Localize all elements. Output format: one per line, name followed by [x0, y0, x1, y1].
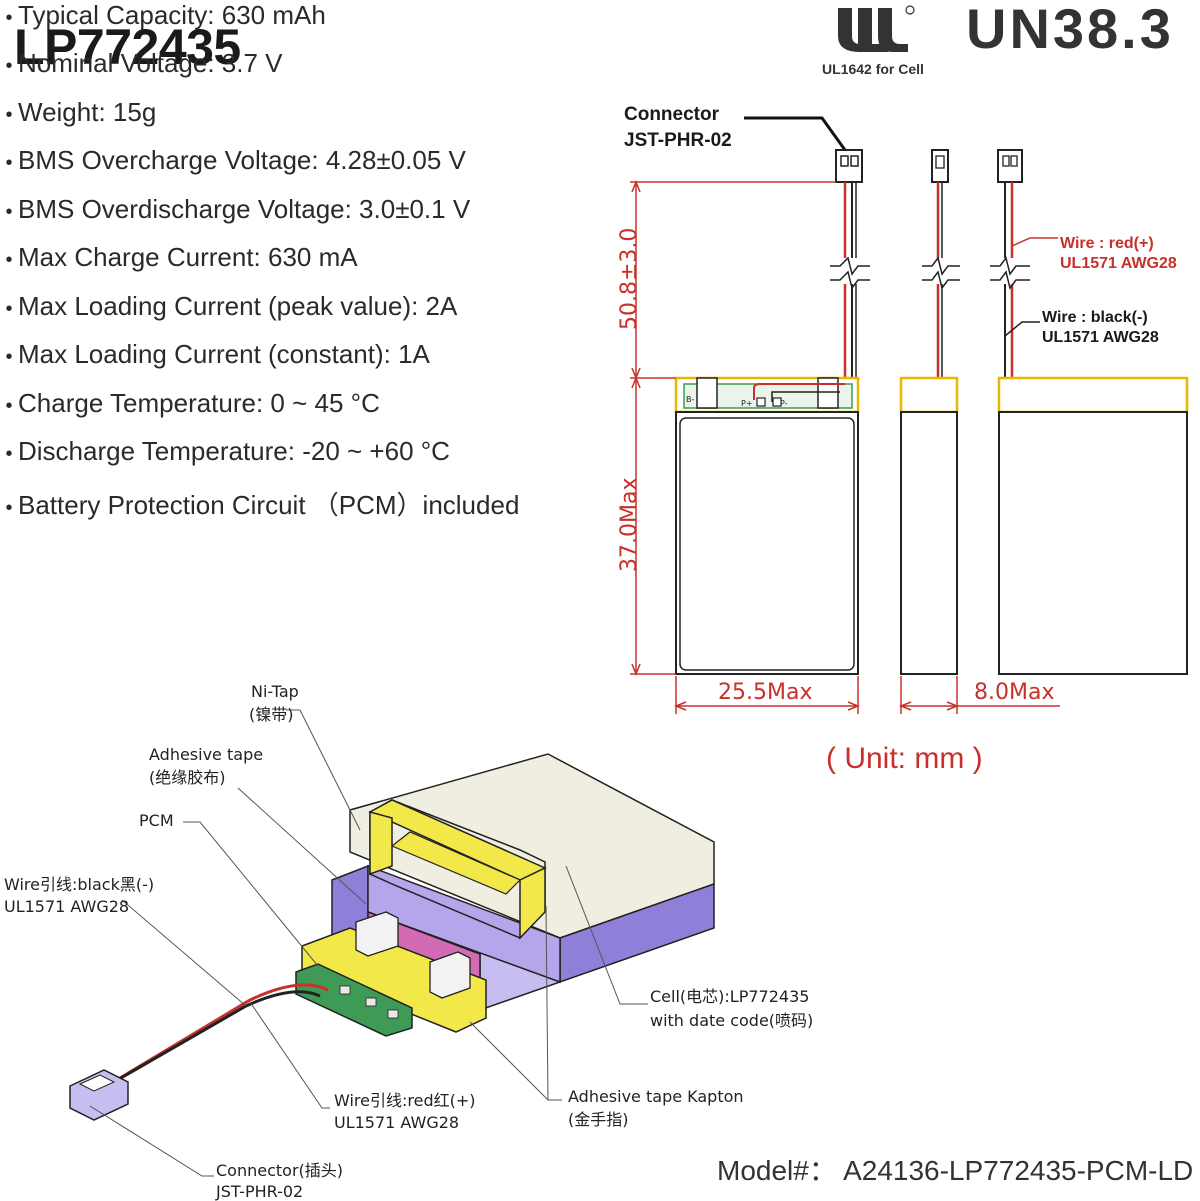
pcm-board	[295, 963, 413, 1037]
bullet-icon: •	[5, 55, 13, 77]
nickel-tab-icon	[355, 911, 399, 957]
spec-item: •BMS Overdischarge Voltage: 3.0±0.1 V	[0, 194, 470, 225]
black-wire-leader	[1004, 321, 1040, 337]
pcb-label-p-plus: P+	[741, 399, 753, 408]
unit-note: ( Unit: mm )	[826, 742, 983, 775]
bullet-icon: •	[5, 443, 13, 465]
connector-icon	[997, 149, 1023, 183]
spec-item: •Charge Temperature: 0 ~ 45 °C	[0, 388, 379, 419]
bullet-icon: •	[5, 7, 13, 29]
model-number: Model#： A24136-LP772435-PCM-LD	[717, 1155, 1194, 1186]
connector-model-label: JST-PHR-02	[624, 130, 732, 151]
spec-item: •Typical Capacity: 630 mAh	[0, 0, 325, 31]
black-wire-callout: Wire引线:black黑(-)	[4, 875, 154, 894]
spec-item: •Weight: 15g	[0, 97, 156, 128]
nickel-tab-icon	[429, 951, 471, 999]
spec-item: •Max Loading Current (peak value): 2A	[0, 291, 457, 322]
break-mark-icon	[830, 256, 870, 276]
bullet-icon: •	[5, 497, 13, 519]
bullet-icon: •	[5, 201, 13, 223]
spec-item: •Nominal Voltage: 3.7 V	[0, 48, 282, 79]
exploded-view	[69, 753, 715, 1121]
front-view: B- P+ P-	[674, 149, 870, 675]
break-mark-icon	[922, 256, 960, 276]
kapton-label-cn: (金手指)	[568, 1110, 629, 1129]
spec-item: •Max Charge Current: 630 mA	[0, 242, 357, 273]
adhesive-tape-label-cn: (绝缘胶布)	[149, 768, 226, 787]
connector-label: Connector	[624, 104, 720, 125]
black-wire-label: Wire : black(-)	[1042, 309, 1148, 326]
cell-label: Cell(电芯):LP772435	[650, 987, 809, 1006]
connector-leader-line	[744, 116, 847, 151]
product-title: LP772435	[14, 19, 241, 75]
black-wire	[113, 990, 321, 1084]
connector-callout-model: JST-PHR-02	[215, 1182, 303, 1201]
ni-tap-label-cn: (镍带)	[249, 705, 294, 724]
black-wire-callout-spec: UL1571 AWG28	[4, 897, 129, 916]
adhesive-tape-label: Adhesive tape	[149, 745, 263, 764]
spec-item: •Battery Protection Circuit （PCM）include…	[0, 485, 519, 522]
ul-caption: UL1642 for Cell	[822, 61, 924, 77]
bullet-icon: •	[5, 104, 13, 126]
red-wire-callout: Wire引线:red红(+)	[334, 1091, 476, 1110]
un383-mark: UN38.3	[966, 0, 1174, 60]
thickness-dimension: 8.0Max	[974, 680, 1054, 705]
height-dimension: 37.0Max	[617, 478, 642, 572]
red-wire-spec: UL1571 AWG28	[1060, 255, 1177, 272]
bullet-icon: •	[5, 298, 13, 320]
nickel-tab-icon	[696, 377, 718, 409]
lead-length-dimension: 50.8±3.0	[617, 228, 642, 330]
callout-leader-lines	[89, 709, 648, 1177]
spec-item: •BMS Overcharge Voltage: 4.28±0.05 V	[0, 145, 465, 176]
nickel-tab-icon	[817, 377, 839, 409]
bullet-icon: •	[5, 249, 13, 271]
dimension-lines	[630, 179, 1060, 714]
bullet-icon: •	[5, 152, 13, 174]
pcb-label-b: B-	[686, 395, 694, 404]
spec-item: •Max Loading Current (constant): 1A	[0, 339, 429, 370]
pcb-label-p-minus: P-	[780, 399, 788, 408]
red-wire-leader	[1011, 237, 1058, 247]
width-dimension: 25.5Max	[718, 680, 812, 705]
connector-callout: Connector(插头)	[216, 1161, 343, 1180]
back-view	[990, 149, 1189, 675]
bullet-icon: •	[5, 346, 13, 368]
cell-date-code-label: with date code(喷码)	[650, 1011, 813, 1030]
red-wire	[119, 983, 329, 1080]
side-view	[899, 149, 960, 675]
black-wire-spec: UL1571 AWG28	[1042, 329, 1159, 346]
ul-recognized-icon	[838, 5, 915, 52]
bullet-icon: •	[5, 395, 13, 417]
red-wire-callout-spec: UL1571 AWG28	[334, 1113, 459, 1132]
pcm-label: PCM	[139, 811, 174, 830]
red-wire-label: Wire : red(+)	[1060, 235, 1154, 252]
kapton-label: Adhesive tape Kapton	[568, 1087, 744, 1106]
break-mark-icon	[990, 256, 1030, 276]
ni-tap-label: Ni-Tap	[251, 682, 299, 701]
spec-item: •Discharge Temperature: -20 ~ +60 °C	[0, 436, 449, 467]
connector-icon	[931, 149, 949, 183]
cell-body	[675, 411, 859, 675]
